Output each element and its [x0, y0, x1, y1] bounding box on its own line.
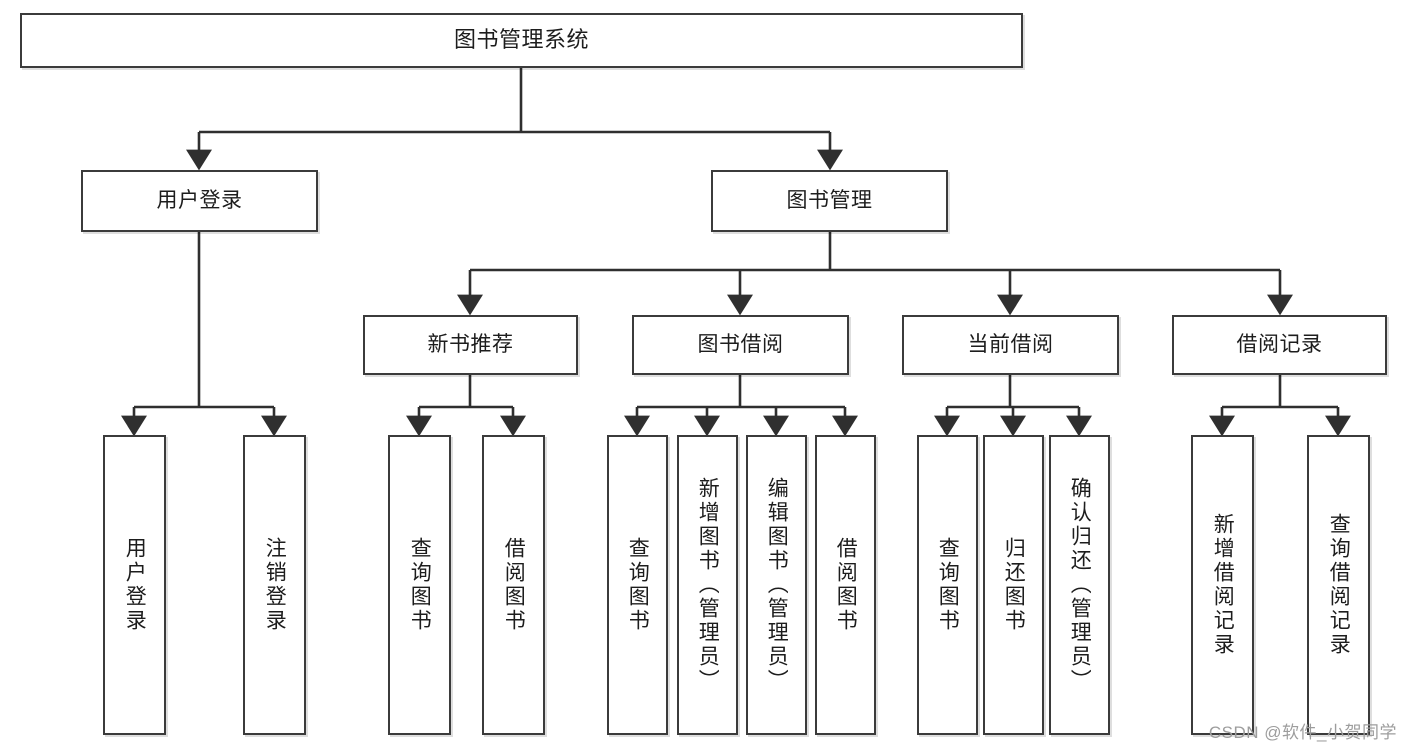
- node-label: 借阅图书: [502, 537, 526, 633]
- node-leaf-borrow-book-a[interactable]: 借阅图书: [482, 435, 545, 735]
- node-label: 归还图书: [1002, 537, 1026, 633]
- node-new-book-recommendation[interactable]: 新书推荐: [363, 315, 578, 375]
- node-leaf-return-book[interactable]: 归还图书: [983, 435, 1044, 735]
- node-label: 注销登录: [263, 537, 287, 633]
- node-leaf-logout[interactable]: 注销登录: [243, 435, 306, 735]
- node-leaf-query-record[interactable]: 查询借阅记录: [1307, 435, 1370, 735]
- node-root-book-management-system[interactable]: 图书管理系统: [20, 13, 1023, 68]
- node-label: 新增图书（管理员）: [696, 477, 720, 693]
- node-book-borrowing[interactable]: 图书借阅: [632, 315, 849, 375]
- node-leaf-borrow-book-b[interactable]: 借阅图书: [815, 435, 876, 735]
- node-label: 借阅图书: [834, 537, 858, 633]
- node-label: 新书推荐: [427, 333, 514, 357]
- node-label: 查询图书: [408, 537, 432, 633]
- node-label: 图书管理: [786, 189, 873, 213]
- node-leaf-query-book-b[interactable]: 查询图书: [607, 435, 668, 735]
- node-label: 借阅记录: [1236, 333, 1323, 357]
- csdn-watermark: CSDN @软件_小贺同学: [1208, 723, 1397, 742]
- node-label: 查询借阅记录: [1327, 513, 1351, 657]
- node-label: 用户登录: [156, 189, 243, 213]
- node-leaf-query-book-c[interactable]: 查询图书: [917, 435, 978, 735]
- node-book-management[interactable]: 图书管理: [711, 170, 948, 232]
- node-label: 查询图书: [626, 537, 650, 633]
- node-leaf-confirm-return[interactable]: 确认归还（管理员）: [1049, 435, 1110, 735]
- node-leaf-add-record[interactable]: 新增借阅记录: [1191, 435, 1254, 735]
- node-label: 图书管理系统: [453, 27, 589, 53]
- node-label: 当前借阅: [967, 333, 1054, 357]
- node-label: 确认归还（管理员）: [1068, 477, 1092, 693]
- node-label: 用户登录: [123, 537, 147, 633]
- node-leaf-query-book-a[interactable]: 查询图书: [388, 435, 451, 735]
- node-label: 查询图书: [936, 537, 960, 633]
- node-label: 新增借阅记录: [1211, 513, 1235, 657]
- node-leaf-user-login[interactable]: 用户登录: [103, 435, 166, 735]
- node-label: 图书借阅: [697, 333, 784, 357]
- node-leaf-edit-book[interactable]: 编辑图书（管理员）: [746, 435, 807, 735]
- node-label: 编辑图书（管理员）: [765, 477, 789, 693]
- node-borrowing-record[interactable]: 借阅记录: [1172, 315, 1387, 375]
- node-current-borrowing[interactable]: 当前借阅: [902, 315, 1119, 375]
- node-user-login[interactable]: 用户登录: [81, 170, 318, 232]
- node-leaf-add-book[interactable]: 新增图书（管理员）: [677, 435, 738, 735]
